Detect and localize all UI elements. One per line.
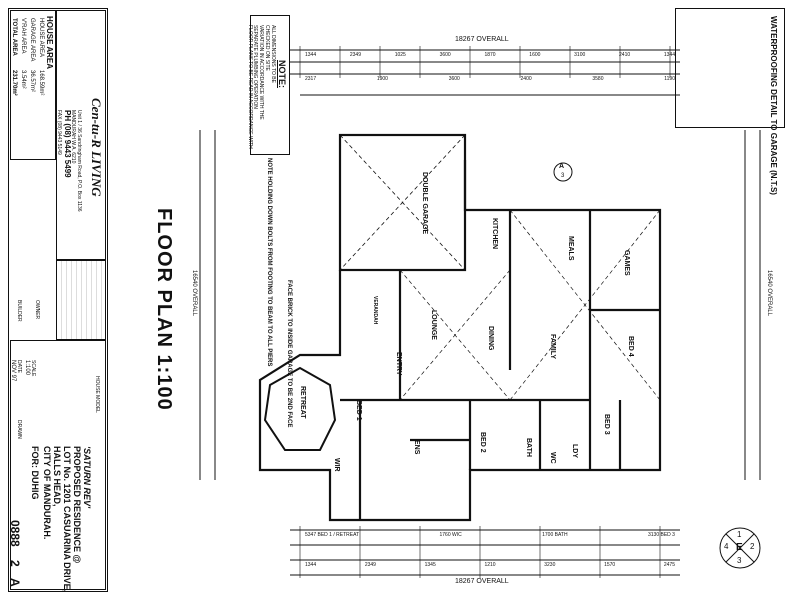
section-marker-letter: A xyxy=(559,163,565,170)
compass-left: 4 xyxy=(724,542,729,551)
note-box xyxy=(250,15,290,155)
overall-right-label: 16540 OVERALL xyxy=(766,270,772,317)
copyright-box xyxy=(56,260,106,340)
dim-bottom: 5347 BED 1 / RETREAT xyxy=(305,532,360,538)
title-block xyxy=(10,340,106,590)
retreat-bay xyxy=(263,366,337,451)
holding-bolts-note: NOTE HOLDING DOWN BOLTS FROM FOOTING TO … xyxy=(266,158,272,367)
compass-center: E xyxy=(736,542,743,553)
section-marker-top xyxy=(553,162,573,182)
room-kitchen: KITCHEN xyxy=(491,218,498,250)
room-bath: BATH xyxy=(525,438,532,457)
compass-right: 2 xyxy=(750,542,755,551)
overall-left-label: 16540 OVERALL xyxy=(191,270,197,317)
dim-top2: 1900 xyxy=(376,76,388,82)
room-wir: WIR xyxy=(333,458,340,472)
section-marker-number: 3 xyxy=(561,173,565,179)
dim-top: 2410 xyxy=(619,52,631,58)
room-lounge: LOUNGE xyxy=(430,310,437,340)
room-double-garage: DOUBLE GARAGE xyxy=(421,172,428,235)
left-info-strip xyxy=(8,8,108,592)
room-bed3: BED 3 xyxy=(603,414,610,435)
dim-bottom2: 2475 xyxy=(663,562,675,568)
room-entry: ENTRY xyxy=(395,352,402,376)
room-bed4: BED 4 xyxy=(627,336,634,357)
dim-bottom2: 1344 xyxy=(305,562,317,568)
room-dining: DINING xyxy=(487,326,494,351)
room-family: FAMILY xyxy=(549,334,556,360)
dim-bottom2: 1345 xyxy=(424,562,436,568)
compass-icon xyxy=(719,527,761,569)
room-verandah: VERANDAH xyxy=(372,296,378,325)
compass-bottom: 3 xyxy=(737,556,742,565)
dim-top: 1025 xyxy=(394,52,406,58)
dim-bottom2: 1570 xyxy=(604,562,616,568)
dim-bottom2: 3230 xyxy=(544,562,556,568)
dim-top: 1344 xyxy=(663,52,675,58)
dim-top: 2349 xyxy=(349,52,361,58)
room-ldy: LDY xyxy=(571,444,578,458)
overall-top-label: 18267 OVERALL xyxy=(455,36,509,43)
company-box xyxy=(56,10,106,260)
room-bed1: BED 1 xyxy=(355,400,362,421)
dims-top-row: 1344 2349 1025 3600 1870 1600 3100 2410 … xyxy=(305,52,675,58)
house-area-box xyxy=(10,10,56,160)
dim-top2: 1190 xyxy=(664,76,675,82)
face-brick-note: FACE BRICK TO INSIDE GARAGE TO BE 2ND FA… xyxy=(286,280,292,428)
dim-top: 3100 xyxy=(574,52,586,58)
dims-bottom-row-2: 1344 2349 1345 1210 3230 1570 2475 xyxy=(305,562,675,568)
dim-bottom2: 2349 xyxy=(364,562,376,568)
dim-bottom: 3130 BED 3 xyxy=(648,532,675,538)
dim-bottom2: 1210 xyxy=(484,562,496,568)
room-bed2: BED 2 xyxy=(479,432,486,453)
dim-top: 3600 xyxy=(439,52,451,58)
dims-bottom-row: 5347 BED 1 / RETREAT 1760 WIC 1700 BATH … xyxy=(305,532,675,538)
dim-top: 1600 xyxy=(529,52,541,58)
dim-top2: 3600 xyxy=(448,76,460,82)
room-meals: MEALS xyxy=(567,236,574,261)
dim-top: 1344 xyxy=(305,52,317,58)
dims-top-row-2: 2317 1900 3600 2400 3580 1190 xyxy=(305,76,675,82)
dim-top: 1870 xyxy=(484,52,496,58)
room-wc: WC xyxy=(549,452,556,464)
dim-bottom: 1700 BATH xyxy=(542,532,568,538)
dim-top2: 2317 xyxy=(305,76,317,82)
dim-top2: 3580 xyxy=(592,76,604,82)
waterproofing-box xyxy=(675,8,785,128)
room-games: GAMES xyxy=(623,250,630,276)
room-ens: ENS xyxy=(413,440,420,455)
dim-top2: 2400 xyxy=(520,76,532,82)
dim-bottom: 1760 WIC xyxy=(439,532,462,538)
room-retreat: RETREAT xyxy=(299,386,306,419)
compass-top: 1 xyxy=(737,530,742,539)
overall-bottom-label: 18267 OVERALL xyxy=(455,578,509,585)
